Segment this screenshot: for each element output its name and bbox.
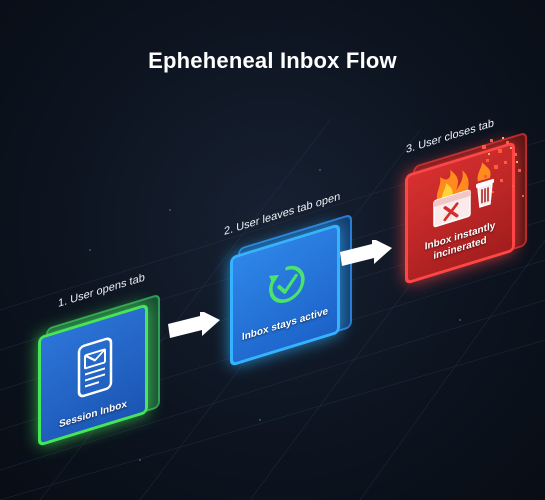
arrow-right-icon (168, 312, 220, 338)
step-1-card: Session Inbox (38, 293, 160, 447)
burning-inbox-trash-icon (433, 162, 494, 228)
step-1-card-face: Session Inbox (38, 303, 148, 447)
phone-email-icon (77, 337, 113, 398)
step-3-card-face: Inbox instantly incinerated (405, 141, 515, 285)
arrow-right-icon (340, 240, 392, 266)
refresh-check-icon (269, 265, 305, 303)
step-2-caption: Inbox stays active (241, 305, 329, 344)
disintegration-particles (482, 137, 524, 197)
diagram-title: Epheheneal Inbox Flow (148, 48, 397, 73)
step-2-card-face: Inbox stays active (230, 223, 340, 367)
step-3-card: Inbox instantly incinerated (405, 131, 527, 285)
step-2-card: Inbox stays active (230, 213, 352, 367)
step-1-caption: Session Inbox (59, 398, 127, 431)
